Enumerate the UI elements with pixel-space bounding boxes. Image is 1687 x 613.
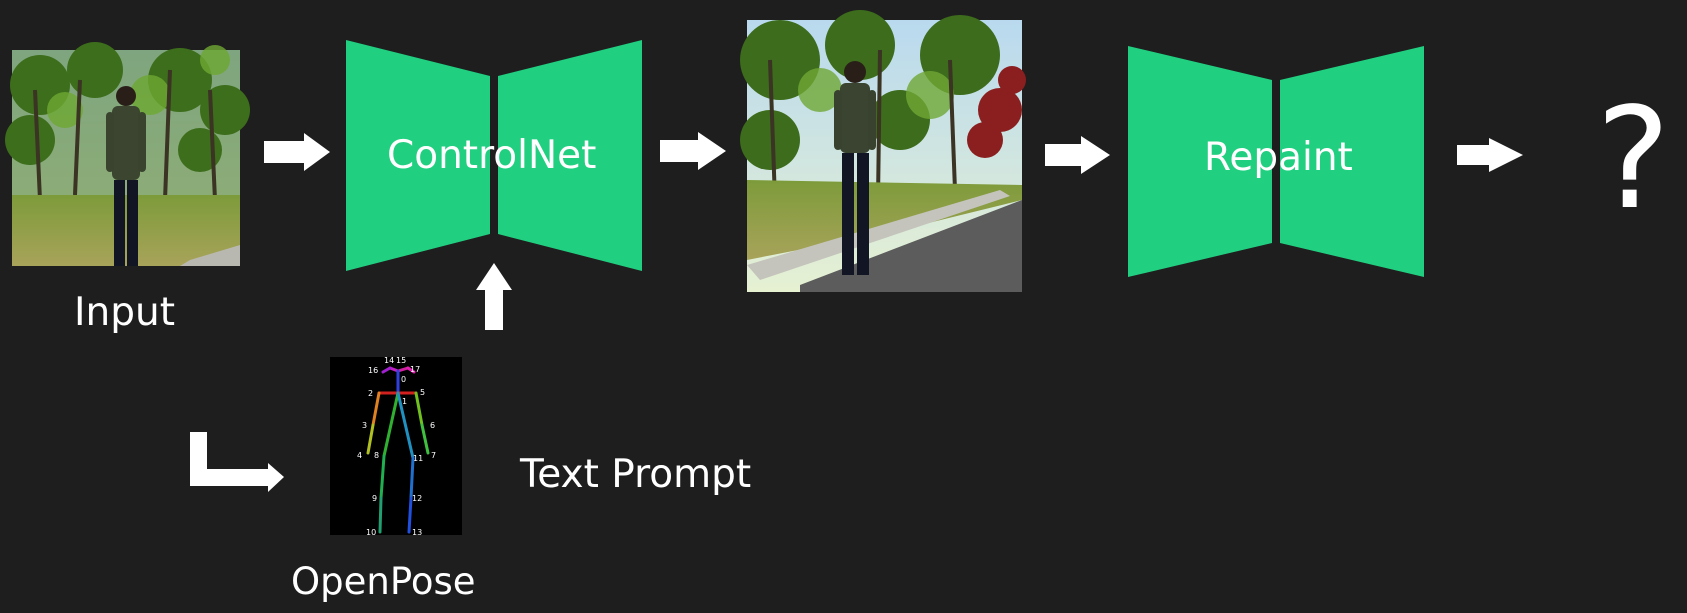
keypoint-label: 10: [366, 528, 376, 537]
keypoint-label: 8: [374, 451, 379, 460]
keypoint-label: 12: [412, 494, 422, 503]
arrow-controlnet-to-output: [660, 132, 726, 170]
arrow-openpose-to-controlnet: [476, 263, 512, 330]
keypoint-label: 14: [384, 356, 394, 365]
input-label: Input: [74, 290, 175, 335]
keypoint-label: 1: [402, 397, 407, 406]
arrow-input-to-openpose: [190, 432, 284, 492]
arrow-input-to-controlnet: [264, 133, 330, 171]
keypoint-label: 7: [431, 451, 436, 460]
keypoint-label: 15: [396, 356, 406, 365]
keypoint-label: 16: [368, 366, 378, 375]
controlnet-label: ControlNet: [387, 133, 597, 178]
keypoint-label: 4: [357, 451, 362, 460]
openpose-image: 14 15 16 17 0 2 1 5 3 6 4 8 11 7 9 12 10…: [330, 356, 462, 537]
input-photo: [5, 42, 250, 266]
arrow-repaint-to-result: [1457, 138, 1523, 172]
keypoint-label: 11: [413, 454, 423, 463]
repaint-block: [1128, 46, 1424, 277]
keypoint-label: 2: [368, 389, 373, 398]
generated-photo: [740, 10, 1026, 292]
keypoint-label: 17: [410, 365, 420, 374]
question-mark: ?: [1596, 78, 1671, 241]
keypoint-label: 13: [412, 528, 422, 537]
keypoint-label: 3: [362, 421, 367, 430]
keypoint-label: 9: [372, 494, 377, 503]
keypoint-label: 5: [420, 388, 425, 397]
repaint-label: Repaint: [1204, 135, 1353, 180]
arrow-output-to-repaint: [1045, 136, 1110, 174]
keypoint-label: 6: [430, 421, 435, 430]
keypoint-label: 0: [401, 375, 406, 384]
controlnet-block: [346, 40, 642, 271]
openpose-label: OpenPose: [291, 560, 476, 603]
text-prompt-label: Text Prompt: [520, 452, 752, 497]
